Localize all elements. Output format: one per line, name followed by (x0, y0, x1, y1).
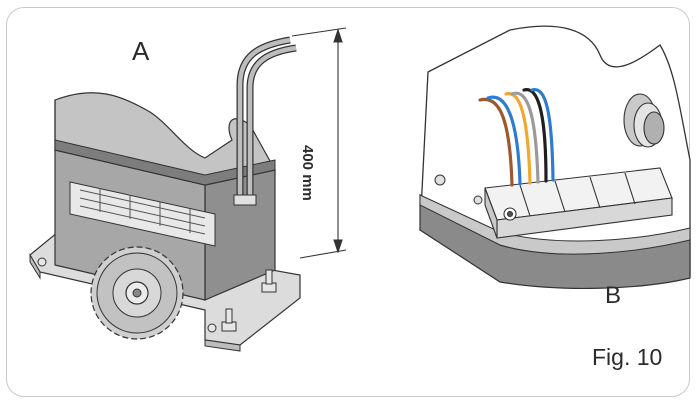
figure-caption: Fig. 10 (592, 344, 663, 370)
wire-brown (478, 97, 514, 187)
height-dimension-line (291, 27, 347, 259)
wire-grey (510, 91, 540, 184)
detail-label-b: B (605, 282, 622, 309)
cable-grommet (623, 93, 665, 148)
wire-black (522, 88, 548, 183)
colored-wires (478, 88, 555, 187)
base-bolts (37, 257, 277, 333)
terminal-detail-drawing (419, 25, 691, 290)
height-dimension-label: 400 mm (299, 145, 316, 201)
terminal-block (484, 167, 673, 239)
wire-blue-1 (486, 95, 522, 186)
wire-orange (504, 92, 532, 185)
pinion-gear (90, 246, 184, 340)
vent-grille (69, 181, 216, 247)
gate-motor-drawing (29, 27, 347, 352)
wire-blue-2 (530, 88, 555, 182)
motor-label-a: A (132, 36, 150, 66)
